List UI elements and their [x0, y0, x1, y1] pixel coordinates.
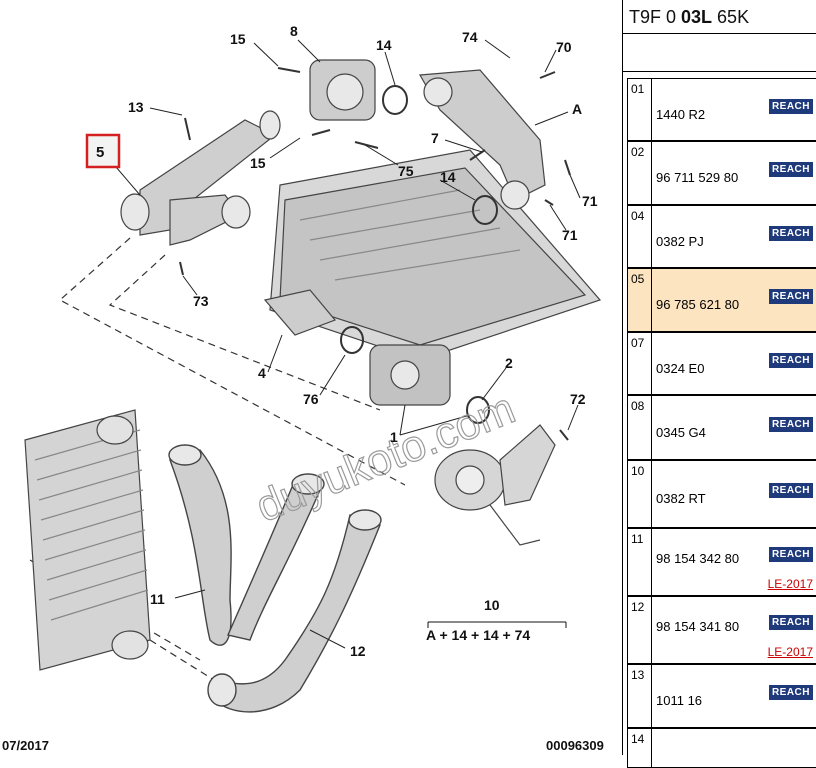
label-4: 4 [258, 365, 266, 381]
row-index: 14 [628, 729, 652, 767]
label-14-mid: 14 [440, 169, 456, 185]
row-index: 11 [628, 529, 652, 595]
label-1: 1 [390, 429, 398, 445]
part-reference[interactable]: 96 711 529 80 [656, 170, 739, 185]
row-index: 10 [628, 461, 652, 527]
reach-badge[interactable]: REACH [768, 353, 813, 368]
diagram-svg: duyukoto.com 15 8 14 74 70 13 A 7 15 75 … [2, 23, 604, 753]
reach-badge[interactable]: REACH [768, 685, 813, 700]
label-70: 70 [556, 39, 572, 55]
row-index: 12 [628, 597, 652, 663]
label-76: 76 [303, 391, 319, 407]
label-8: 8 [290, 23, 298, 39]
model-code-header: T9F 0 03L 65K [623, 0, 816, 34]
row-index: 05 [628, 269, 652, 331]
part-reference[interactable]: 1440 R2 [656, 107, 706, 122]
panel-subheader [623, 34, 816, 72]
footer-id: 00096309 [546, 738, 604, 753]
parts-diagram: duyukoto.com 15 8 14 74 70 13 A 7 15 75 … [2, 23, 604, 753]
reach-badge[interactable]: REACH [768, 99, 813, 114]
reach-badge[interactable]: REACH [768, 483, 813, 498]
label-5: 5 [96, 144, 104, 161]
label-15-mid: 15 [250, 155, 266, 171]
parts-row-08[interactable]: 08 0345 G4 REACH [627, 395, 816, 460]
pipes-11-12 [168, 444, 382, 713]
parts-row-05[interactable]: 05 96 785 621 80 REACH [627, 268, 816, 332]
callout-labels: 15 8 14 74 70 13 A 7 15 75 14 71 71 73 4… [128, 23, 598, 659]
parts-row-12[interactable]: 12 98 154 341 80 REACH LE-2017 [627, 596, 816, 664]
part-reference[interactable]: 0382 PJ [656, 234, 704, 249]
part-reference[interactable]: 1011 16 [656, 693, 703, 708]
label-15-top: 15 [230, 31, 246, 47]
reach-badge[interactable]: REACH [768, 615, 813, 630]
label-71-b: 71 [562, 227, 578, 243]
parts-row-11[interactable]: 11 98 154 342 80 REACH LE-2017 [627, 528, 816, 596]
parts-row-14[interactable]: 14 [627, 728, 816, 768]
code-bold: 03L [681, 7, 713, 27]
le-2017-link[interactable]: LE-2017 [767, 645, 813, 659]
part-reference[interactable]: 98 154 342 80 [656, 551, 740, 566]
parts-row-01[interactable]: 01 1440 R2 REACH [627, 78, 816, 141]
turbocharger [434, 424, 556, 546]
formula-text: A + 14 + 14 + 74 [426, 627, 530, 643]
reach-badge[interactable]: REACH [768, 162, 813, 177]
parts-row-02[interactable]: 02 96 711 529 80 REACH [627, 141, 816, 205]
pipe-a [419, 69, 546, 210]
reach-badge[interactable]: REACH [768, 226, 813, 241]
label-12: 12 [350, 643, 366, 659]
cylinder-head [269, 149, 602, 361]
parts-row-07[interactable]: 07 0324 E0 REACH [627, 332, 816, 395]
row-index: 07 [628, 333, 652, 394]
label-71-a: 71 [582, 193, 598, 209]
footer-date: 07/2017 [2, 738, 49, 753]
parts-panel: T9F 0 03L 65K 01 1440 R2 REACH 02 96 711 529… [622, 0, 816, 768]
label-a: A [572, 101, 582, 117]
code-suffix: 65K [712, 7, 750, 27]
reach-badge[interactable]: REACH [768, 289, 813, 304]
code-prefix: T9F 0 [629, 7, 682, 27]
row-index: 01 [628, 79, 652, 140]
part-reference[interactable]: 0345 G4 [656, 425, 706, 440]
label-7: 7 [431, 130, 439, 146]
bolts [179, 67, 571, 441]
part-reference[interactable]: 0382 RT [656, 491, 706, 506]
seals [340, 85, 498, 424]
label-11: 11 [150, 591, 165, 607]
leader-lines [109, 39, 581, 649]
throttle-body-8 [309, 59, 376, 121]
row-index: 04 [628, 206, 652, 267]
label-10: 10 [484, 597, 500, 613]
highlight-part-5[interactable]: 5 [85, 133, 121, 169]
label-13: 13 [128, 99, 144, 115]
row-index: 02 [628, 142, 652, 204]
parts-row-10[interactable]: 10 0382 RT REACH [627, 460, 816, 528]
parts-row-04[interactable]: 04 0382 PJ REACH [627, 205, 816, 268]
reach-badge[interactable]: REACH [768, 547, 813, 562]
label-75: 75 [398, 163, 414, 179]
intercooler [24, 409, 151, 671]
le-2017-link[interactable]: LE-2017 [767, 577, 813, 591]
reach-badge[interactable]: REACH [768, 417, 813, 432]
row-index: 13 [628, 665, 652, 727]
parts-row-13[interactable]: 13 1011 16 REACH [627, 664, 816, 728]
label-2: 2 [505, 355, 513, 371]
label-74: 74 [462, 29, 478, 45]
label-14-top: 14 [376, 37, 392, 53]
part-reference[interactable]: 98 154 341 80 [656, 619, 740, 634]
part-reference[interactable]: 96 785 621 80 [656, 297, 740, 312]
label-73: 73 [193, 293, 209, 309]
row-index: 08 [628, 396, 652, 459]
connector-4 [263, 289, 337, 336]
valve-1 [369, 344, 451, 406]
label-72: 72 [570, 391, 586, 407]
intake-pipe-5 [120, 110, 281, 246]
part-reference[interactable]: 0324 E0 [656, 361, 705, 376]
formula-10: A + 14 + 14 + 74 [426, 621, 567, 643]
